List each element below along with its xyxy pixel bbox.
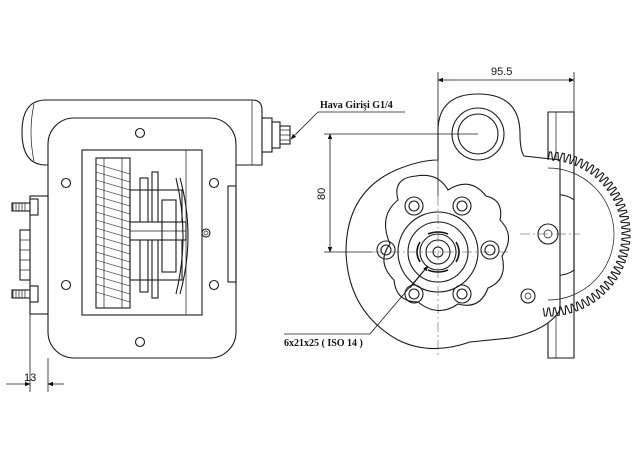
flange-bolt-holes xyxy=(60,127,220,348)
air-inlet-fitting xyxy=(261,117,291,153)
gear-teeth xyxy=(542,151,631,317)
flange-thickness-dimension: 13 xyxy=(6,314,64,392)
manufacturer-stamp xyxy=(520,288,536,304)
vertical-offset-value: 80 xyxy=(316,188,328,200)
air-inlet-label: Hava Girişi G1/4 xyxy=(320,100,393,111)
cover-bolts xyxy=(376,196,500,304)
front-view: 95.5 80 6x21x25 ( ISO 14 ) xyxy=(284,66,631,359)
air-inlet-callout: Hava Girişi G1/4 xyxy=(290,100,405,140)
output-gear xyxy=(542,151,631,317)
horizontal-offset-dimension: 95.5 xyxy=(437,66,575,196)
shaft-internals xyxy=(129,150,211,315)
helical-gear-side xyxy=(95,157,131,309)
shaft-spec-callout: 6x21x25 ( ISO 14 ) xyxy=(284,265,429,349)
horizontal-offset-value: 95.5 xyxy=(491,66,512,78)
vertical-offset-dimension: 80 xyxy=(316,133,478,253)
gear-root-circle xyxy=(547,167,615,301)
side-view: 13 Hava Girişi G1/4 xyxy=(6,99,405,392)
cylinder-housing xyxy=(21,99,263,166)
flange-thickness-value: 13 xyxy=(24,372,36,384)
shaft-spec-label: 6x21x25 ( ISO 14 ) xyxy=(284,338,363,349)
mounting-studs xyxy=(11,195,49,315)
